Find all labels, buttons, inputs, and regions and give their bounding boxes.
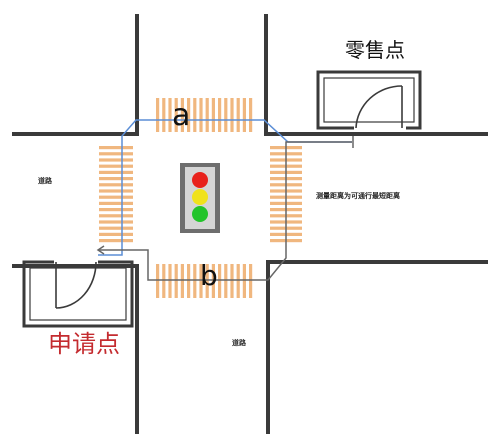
crosswalk-stripe — [249, 98, 253, 132]
crosswalk-stripe — [99, 189, 133, 193]
crosswalk-stripe — [211, 264, 215, 298]
crosswalk-stripe — [162, 264, 166, 298]
door-swing-icon — [55, 261, 97, 309]
crosswalk-stripe — [187, 264, 191, 298]
crosswalk-stripe — [99, 220, 133, 224]
road-label-left: 道路 — [38, 177, 52, 185]
crosswalk-stripe — [156, 98, 160, 132]
segment-b-label: b — [200, 259, 218, 292]
crosswalk-stripe — [236, 98, 240, 132]
crosswalk-stripe — [236, 264, 240, 298]
door-swing-icon — [355, 85, 403, 129]
crosswalk-stripe — [168, 98, 172, 132]
signal-green-lamp — [192, 206, 208, 222]
crosswalk-stripe — [242, 264, 246, 298]
crosswalk-stripe — [224, 98, 228, 132]
crosswalk-stripe — [168, 264, 172, 298]
crosswalk-stripe — [218, 264, 222, 298]
traffic-light-icon — [180, 163, 220, 233]
crosswalk-bottom — [156, 264, 253, 298]
apply-point-building — [22, 260, 134, 328]
road-edges — [12, 14, 488, 434]
crosswalk-left — [99, 146, 133, 243]
crosswalk-stripe — [199, 98, 203, 132]
signal-yellow-lamp — [192, 189, 208, 205]
crosswalk-stripe — [205, 264, 209, 298]
crosswalk-stripe — [249, 264, 253, 298]
crosswalk-stripe — [162, 98, 166, 132]
crosswalk-stripe — [99, 226, 133, 230]
crosswalk-stripe — [174, 98, 178, 132]
crosswalk-stripe — [230, 98, 234, 132]
crosswalk-stripe — [99, 183, 133, 187]
crosswalk-stripe — [193, 98, 197, 132]
crosswalk-stripe — [187, 98, 191, 132]
crosswalk-stripe — [99, 239, 133, 243]
crosswalk-stripe — [99, 170, 133, 174]
route-gray-path — [98, 141, 352, 281]
crosswalk-stripe — [99, 232, 133, 236]
crosswalk-stripe — [156, 264, 160, 298]
crosswalk-stripe — [218, 98, 222, 132]
crosswalk-stripe — [99, 146, 133, 150]
route-gray-arrow-left — [96, 245, 105, 255]
crosswalk-stripe — [99, 201, 133, 205]
crosswalk-stripe — [193, 264, 197, 298]
signal-red-lamp — [192, 172, 208, 188]
crosswalk-stripe — [180, 98, 184, 132]
crosswalk-stripe — [242, 98, 246, 132]
crosswalk-stripe — [99, 177, 133, 181]
apply-point-label: 申请点 — [48, 330, 120, 358]
road-label-bottom: 道路 — [232, 339, 246, 347]
crosswalk-stripe — [99, 158, 133, 162]
crosswalk-stripe — [174, 264, 178, 298]
crosswalk-stripe — [205, 98, 209, 132]
measure-note-label: 测量距离为可通行最短距离 — [316, 192, 400, 200]
crosswalk-stripe — [99, 164, 133, 168]
crosswalk-stripe — [199, 264, 203, 298]
retail-point-label: 零售点 — [345, 38, 405, 62]
crosswalk-stripe — [99, 195, 133, 199]
crosswalk-stripe — [99, 152, 133, 156]
segment-a-label: a — [172, 98, 191, 133]
crosswalk-stripe — [99, 214, 133, 218]
crosswalk-stripe — [211, 98, 215, 132]
crosswalk-stripe — [180, 264, 184, 298]
crosswalk-stripe — [230, 264, 234, 298]
crosswalk-stripe — [224, 264, 228, 298]
crosswalk-top — [156, 98, 253, 132]
route-blue-path — [98, 119, 352, 256]
crosswalk-stripe — [99, 208, 133, 212]
retail-point-building — [316, 70, 422, 130]
